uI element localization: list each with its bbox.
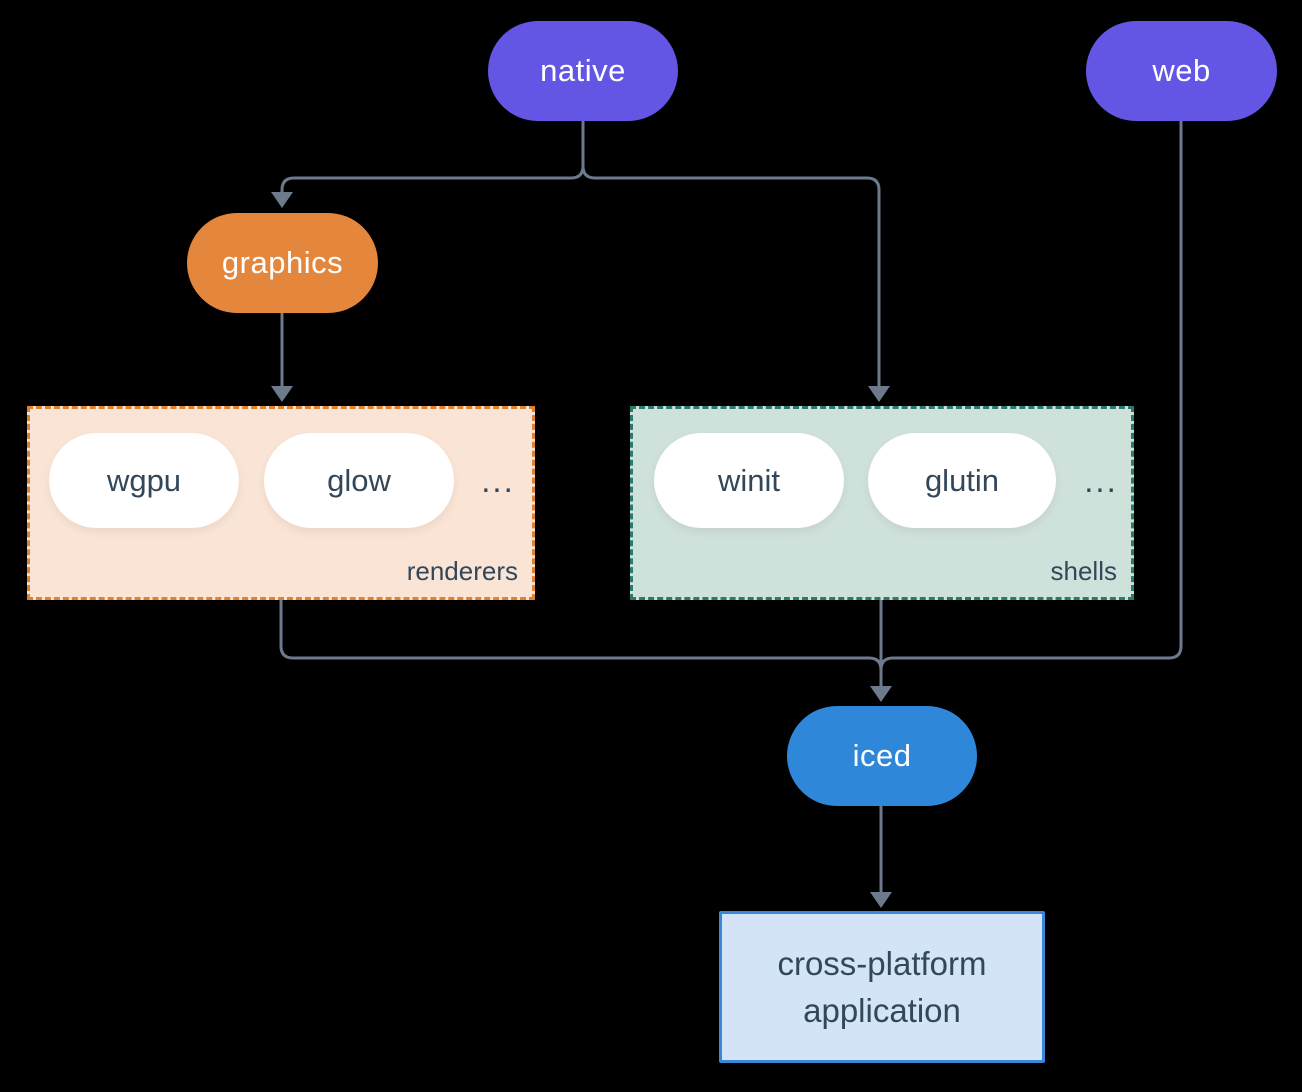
edge-native-to-shells [581,119,881,388]
web-node: web [1086,21,1277,121]
arrowhead-into-iced [870,686,892,702]
glow-node: glow [264,433,454,528]
cross-platform-application-node: cross-platform application [719,911,1045,1063]
arrowhead-into-shells [868,386,890,402]
winit-node: winit [654,433,844,528]
edge-renderers-to-iced [279,598,883,672]
winit-node-label: winit [717,462,780,498]
wgpu-node-label: wgpu [106,462,182,498]
glutin-node-label: glutin [924,462,1000,498]
arrowhead-into-graphics [271,192,293,208]
graphics-node: graphics [187,213,378,313]
web-node-label: web [1152,53,1211,88]
shells-group: winit glutin ... shells [630,406,1134,600]
native-node: native [488,21,678,121]
arrowhead-into-application [870,892,892,908]
shells-more-indicator: ... [1084,461,1118,499]
glow-node-label: glow [327,462,391,498]
iced-node-label: iced [852,738,912,773]
native-node-label: native [540,53,626,88]
application-label-line2: application [803,992,961,1029]
renderers-group: wgpu glow ... renderers [27,406,535,600]
edge-native-to-graphics [280,119,585,194]
shells-group-label: shells [1050,556,1117,586]
wgpu-node: wgpu [49,433,239,528]
glutin-node: glutin [868,433,1056,528]
application-label-line1: cross-platform [777,945,987,982]
graphics-node-label: graphics [221,245,344,280]
renderers-more-indicator: ... [481,461,515,499]
arrowhead-into-renderers [271,386,293,402]
renderers-group-label: renderers [406,556,518,586]
iced-node: iced [787,706,977,806]
